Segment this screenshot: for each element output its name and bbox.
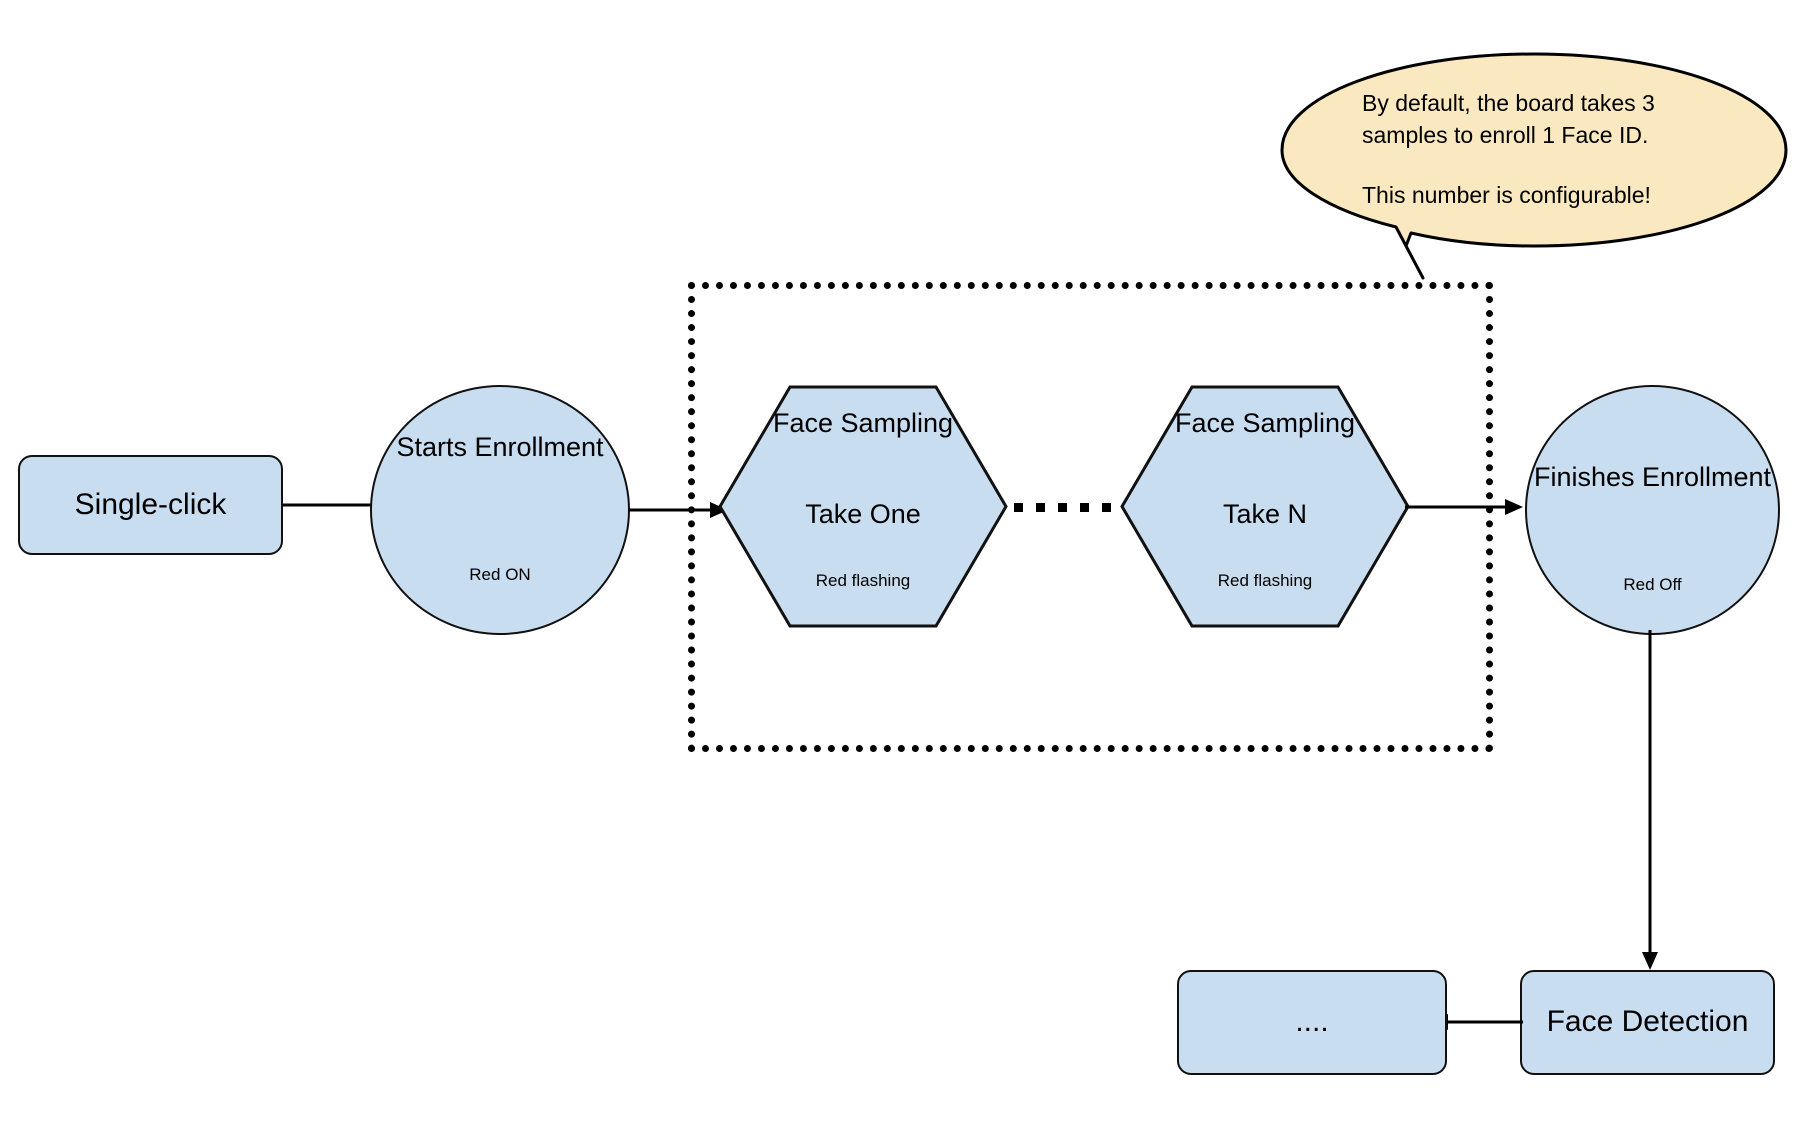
face-sampling-take-one-status: Red flashing bbox=[815, 571, 911, 590]
ellipsis-dot bbox=[1080, 503, 1089, 512]
ellipsis-dot bbox=[1036, 503, 1045, 512]
callout-bubble-shape bbox=[1280, 52, 1788, 280]
face-sampling-take-one-take: Take One bbox=[805, 499, 921, 529]
hexagon-shape-take-one bbox=[718, 385, 1008, 628]
connector-finishesenrollment-to-facedetection bbox=[1642, 630, 1658, 970]
face-sampling-take-one-hexagon[interactable]: Face Sampling Take One Red flashing bbox=[718, 385, 1008, 628]
sampling-loop-group-boundary bbox=[688, 282, 1493, 752]
single-click-label: Single-click bbox=[74, 487, 227, 521]
ellipsis-dot bbox=[1058, 503, 1067, 512]
sampling-repeat-ellipsis bbox=[1014, 503, 1111, 512]
face-sampling-take-one-title: Face Sampling bbox=[772, 408, 954, 438]
ellipsis-dot bbox=[1014, 503, 1023, 512]
single-click-box[interactable]: Single-click bbox=[18, 455, 283, 555]
face-sampling-take-n-hexagon[interactable]: Face Sampling Take N Red flashing bbox=[1120, 385, 1410, 628]
callout-line-1: By default, the board takes 3 bbox=[1362, 90, 1655, 116]
callout-line-2: samples to enroll 1 Face ID. bbox=[1362, 122, 1649, 148]
configurable-samples-callout: By default, the board takes 3 samples to… bbox=[1278, 50, 1790, 280]
ellipsis-dot bbox=[1102, 503, 1111, 512]
connector-startsenrollment-to-sampling-one bbox=[628, 502, 728, 518]
continuation-label: .... bbox=[1295, 1005, 1329, 1039]
face-detection-box[interactable]: Face Detection bbox=[1520, 970, 1775, 1075]
finishes-enrollment-status: Red Off bbox=[1623, 575, 1682, 594]
callout-line-3: This number is configurable! bbox=[1362, 182, 1651, 208]
finishes-enrollment-circle[interactable]: Finishes Enrollment Red Off bbox=[1525, 385, 1780, 635]
starts-enrollment-status: Red ON bbox=[469, 565, 531, 584]
finishes-enrollment-label: Finishes Enrollment bbox=[1533, 462, 1772, 492]
continuation-box[interactable]: .... bbox=[1177, 970, 1447, 1075]
face-sampling-take-n-status: Red flashing bbox=[1217, 571, 1313, 590]
face-detection-label: Face Detection bbox=[1546, 1005, 1749, 1039]
starts-enrollment-label: Starts Enrollment bbox=[396, 432, 604, 462]
hexagon-shape-take-n bbox=[1120, 385, 1410, 628]
face-sampling-take-n-title: Face Sampling bbox=[1174, 408, 1356, 438]
face-sampling-take-n-take: Take N bbox=[1222, 499, 1308, 529]
starts-enrollment-circle[interactable]: Starts Enrollment Red ON bbox=[370, 385, 630, 635]
connector-samplingn-to-finishesenrollment bbox=[1405, 499, 1523, 515]
